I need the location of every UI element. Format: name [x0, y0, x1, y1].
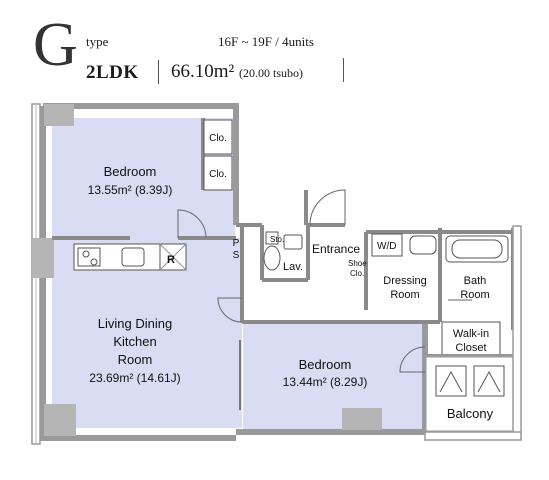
balcony-label: Balcony	[447, 406, 494, 421]
walkin-line1: Walk-in	[453, 328, 489, 340]
bedroom2-door	[399, 346, 426, 373]
bedroom1-walls	[52, 118, 236, 240]
living-line2: Kitchen	[113, 334, 156, 349]
bedroom2-name: Bedroom	[299, 357, 352, 372]
kitchen	[73, 243, 187, 271]
living-area: 23.69m² (14.61J)	[89, 371, 180, 385]
bedroom1-door	[177, 209, 207, 239]
area-value: 66.10m²	[171, 61, 235, 82]
area-label: 66.10m² (20.00 tsubo)	[171, 61, 303, 83]
pipe-space-s: S	[233, 250, 240, 261]
storage-label: Sto.	[270, 235, 284, 244]
refrigerator-label: R	[167, 254, 175, 266]
walkin-line2: Closet	[455, 342, 486, 354]
bottom-balcony-rail	[424, 431, 522, 441]
living-fill-ext	[180, 238, 235, 248]
entrance-label: Entrance	[312, 242, 360, 256]
bath-line1: Bath	[464, 275, 487, 287]
living-line3: Room	[118, 352, 153, 367]
bedroom2-area: 13.44m² (8.29J)	[283, 375, 368, 389]
bath-line2: Room	[460, 289, 489, 301]
dressing-line2: Room	[390, 289, 419, 301]
pillar-bottom-mid	[342, 408, 382, 430]
header-divider-end	[343, 58, 344, 82]
right-window-frame	[512, 225, 522, 437]
shoe-closet-line2: Clo.	[350, 269, 364, 278]
closet2-label: Clo.	[209, 169, 227, 180]
layout-label: 2LDK	[86, 62, 139, 83]
shoe-closet-line1: Shoe	[348, 259, 367, 268]
toilet-fixtures	[263, 231, 303, 271]
balcony-units	[435, 365, 505, 397]
bedroom1-name: Bedroom	[104, 164, 157, 179]
living-line1: Living Dining	[98, 316, 172, 331]
bedroom1-closets	[203, 119, 233, 191]
pillar-left-mid	[32, 238, 54, 278]
lavatory-label: Lav.	[283, 261, 303, 273]
bedroom2-fill	[243, 322, 425, 430]
header-divider	[158, 60, 159, 84]
walkin-closet-box	[441, 321, 501, 357]
pillar-bottom-left	[44, 404, 76, 436]
area-tsubo: (20.00 tsubo)	[238, 66, 303, 80]
bathtub	[445, 235, 509, 263]
living-door	[217, 297, 243, 323]
type-label: type	[86, 34, 109, 49]
washer-dryer-label: W/D	[377, 241, 396, 252]
dressing-fixtures	[371, 233, 437, 257]
entrance-door	[309, 189, 346, 226]
pillar-top-left	[44, 104, 74, 126]
closet1-label: Clo.	[209, 133, 227, 144]
dressing-line1: Dressing	[383, 275, 426, 287]
floor-type-letter: G	[33, 11, 78, 79]
floors-range: 16F ~ 19F / 4units	[218, 34, 314, 49]
pipe-space-p: P	[233, 238, 240, 249]
bedroom1-area: 13.55m² (8.39J)	[88, 183, 173, 197]
